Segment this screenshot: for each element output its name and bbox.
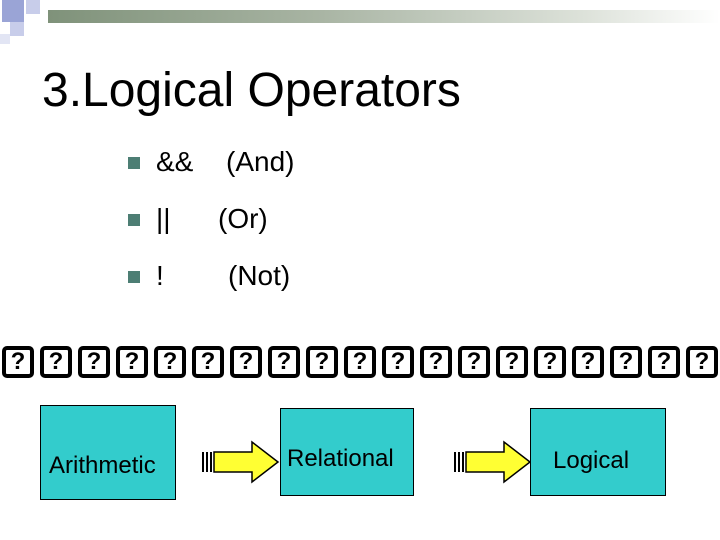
right-arrow-icon [202, 440, 280, 484]
operator-symbol: ! [156, 260, 164, 291]
square-bullet-icon [128, 157, 140, 169]
missing-glyph-icon [382, 346, 414, 378]
missing-glyph-icon [192, 346, 224, 378]
missing-glyph-icon [344, 346, 376, 378]
operator-symbol: || [156, 203, 171, 234]
header-gradient-bar [48, 10, 720, 23]
missing-glyph-icon [154, 346, 186, 378]
square-bullet-icon [128, 271, 140, 283]
missing-glyph-icon [116, 346, 148, 378]
unrendered-glyph-row [2, 346, 720, 382]
decorative-square [10, 22, 24, 36]
missing-glyph-icon [230, 346, 262, 378]
missing-glyph-icon [458, 346, 490, 378]
flow-box-relational: Relational [280, 408, 414, 496]
missing-glyph-icon [78, 346, 110, 378]
missing-glyph-icon [648, 346, 680, 378]
flow-box-label: Logical [553, 447, 630, 474]
flow-box-label: Relational [287, 445, 394, 472]
missing-glyph-icon [686, 346, 718, 378]
missing-glyph-icon [40, 346, 72, 378]
operator-description: (Or) [218, 203, 268, 234]
slide-title: 3.Logical Operators [42, 64, 461, 117]
flow-box-logical: Logical [530, 408, 666, 496]
missing-glyph-icon [610, 346, 642, 378]
missing-glyph-icon [572, 346, 604, 378]
missing-glyph-icon [420, 346, 452, 378]
operator-symbol: && [156, 146, 194, 177]
missing-glyph-icon [2, 346, 34, 378]
decorative-square [2, 0, 24, 22]
decorative-square [0, 34, 10, 44]
right-arrow-icon [454, 440, 532, 484]
missing-glyph-icon [268, 346, 300, 378]
operator-description: (Not) [228, 260, 291, 291]
decorative-square [26, 0, 40, 14]
missing-glyph-icon [496, 346, 528, 378]
missing-glyph-icon [534, 346, 566, 378]
missing-glyph-icon [306, 346, 338, 378]
square-bullet-icon [128, 214, 140, 226]
flow-box-label: Arithmetic [49, 452, 156, 479]
operator-description: (And) [226, 146, 295, 177]
flow-box-arithmetic: Arithmetic [40, 405, 176, 500]
